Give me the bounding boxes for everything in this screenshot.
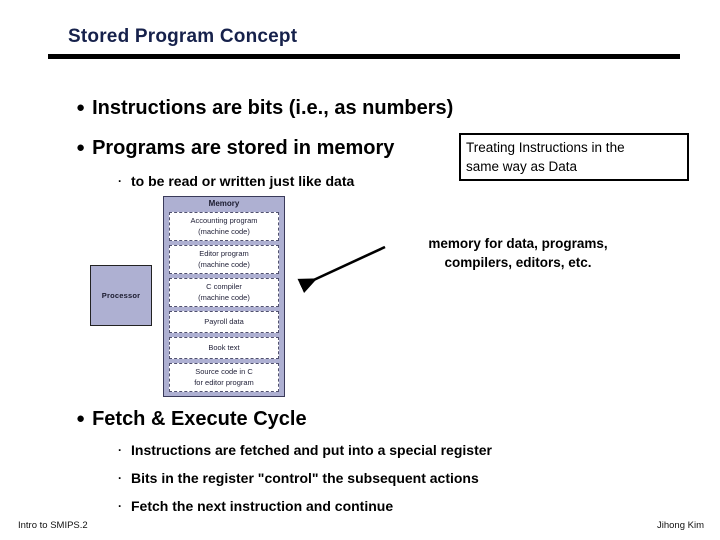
memory-cell: Payroll data [169, 311, 279, 333]
subbullet-dot-icon: · [118, 471, 122, 485]
memory-cell: Source code in C for editor program [169, 363, 279, 392]
memory-cell-line-1: Book text [208, 342, 240, 352]
memory-cell: C compiler (machine code) [169, 278, 279, 307]
bullet-fetch-label: Fetch & Execute Cycle [92, 408, 307, 430]
bullet-dot-icon: ● [76, 99, 86, 116]
callout-line-1: Treating Instructions in the [466, 140, 625, 155]
subbullet-dot-icon: · [118, 443, 122, 457]
subbullet-fetch-3-label: Fetch the next instruction and continue [131, 498, 394, 514]
bullet-programs-stored-in-memory: ● Programs are stored in memory [76, 137, 394, 160]
memory-cell-line-1: Accounting program [190, 216, 258, 225]
stored-program-diagram: Processor Memory Accounting program (mac… [88, 194, 288, 399]
subbullet-fetch-2: · Bits in the register "control" the subs… [118, 470, 479, 486]
subbullet-fetch-1: · Instructions are fetched and put into a… [118, 442, 492, 458]
bullet-instructions-are-bits: ● Instructions are bits (i.e., as numbers… [76, 97, 453, 120]
subbullet-fetch-2-label: Bits in the register "control" the subse… [131, 470, 479, 486]
subbullet-dot-icon: · [118, 174, 122, 188]
memory-cell: Editor program (machine code) [169, 245, 279, 274]
memory-cell: Book text [169, 337, 279, 359]
subbullet-fetch-1-label: Instructions are fetched and put into a … [131, 442, 492, 458]
footer-left-text: Intro to SMIPS.2 [18, 520, 88, 531]
processor-box: Processor [90, 265, 152, 326]
footer-right-text: Jihong Kim [657, 520, 704, 531]
subbullet-read-or-written-label: to be read or written just like data [131, 173, 355, 189]
memory-cell-line-2: (machine code) [198, 226, 250, 236]
memory-cell-line-1: Payroll data [204, 316, 244, 326]
page-title: Stored Program Concept [68, 26, 298, 47]
bullet-programs-label: Programs are stored in memory [92, 137, 395, 159]
callout-treating-instructions: Treating Instructions in the same way as… [459, 133, 689, 181]
memory-box: Memory Accounting program (machine code)… [163, 196, 285, 397]
annotation-line-2: compilers, editors, etc. [444, 255, 592, 270]
title-divider [48, 54, 680, 59]
memory-cell-line-1: Editor program [199, 249, 249, 258]
memory-label: Memory [208, 199, 240, 208]
annotation-line-1: memory for data, programs, [428, 236, 608, 251]
subbullet-dot-icon: · [118, 499, 122, 513]
memory-cell-line-2: (machine code) [198, 259, 250, 269]
bullet-instructions-label: Instructions are bits (i.e., as numbers) [92, 97, 454, 119]
memory-cell: Accounting program (machine code) [169, 212, 279, 241]
processor-label: Processor [101, 291, 141, 300]
subbullet-fetch-3: · Fetch the next instruction and continue [118, 498, 393, 514]
memory-cell-line-2: for editor program [194, 377, 254, 387]
callout-line-2: same way as Data [466, 159, 578, 174]
memory-cell-line-1: Source code in C [195, 367, 253, 376]
subbullet-read-or-written: · to be read or written just like data [118, 173, 354, 189]
annotation-memory-for-data: memory for data, programs, compilers, ed… [390, 234, 646, 272]
memory-cell-line-1: C compiler [206, 282, 242, 291]
bullet-dot-icon: ● [76, 410, 86, 427]
bullet-fetch-execute-cycle: ● Fetch & Execute Cycle [76, 408, 307, 431]
bullet-dot-icon: ● [76, 139, 86, 156]
annotation-arrow-icon [297, 245, 386, 294]
memory-cell-line-2: (machine code) [198, 292, 250, 302]
